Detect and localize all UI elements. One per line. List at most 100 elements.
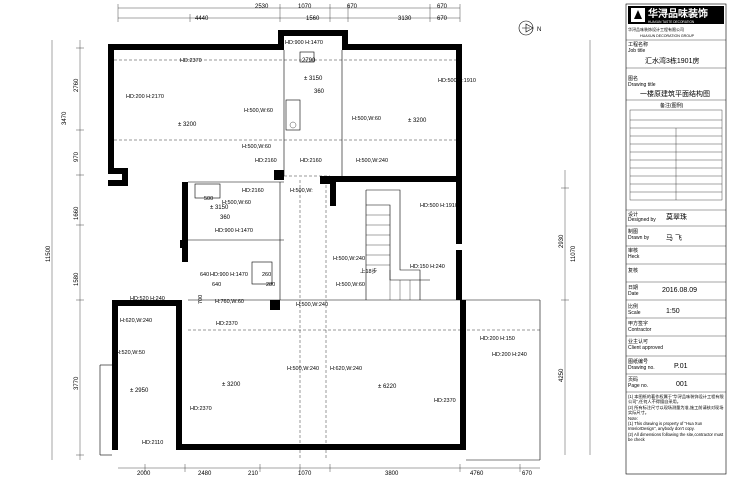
check-label-en: Heck — [628, 254, 640, 260]
project-label-cn: 工程名称 — [628, 41, 648, 48]
beam-1: H:500,W:60 — [352, 116, 381, 122]
beam-8: H:760,W:60 — [215, 299, 244, 305]
note-1-en: (1) This drawing is property of "Hua Xun… — [628, 421, 703, 432]
company-logo — [628, 6, 724, 24]
designer-label-en: Designed by — [628, 217, 656, 223]
beam-12: H:620,W:240 — [330, 366, 362, 372]
level-c: 360 — [314, 89, 325, 95]
level-0: ± 3200 — [178, 122, 197, 128]
staircase: 上18步 — [360, 189, 430, 300]
dim-top-6: 670 — [437, 4, 448, 10]
note-2-cn: (2) 所有标注尺寸以现场测量为准,施工前请核对现场实际尺寸。 — [628, 404, 724, 416]
note-2-en: (2) All dimensions following the site,co… — [628, 431, 724, 443]
drawn-value: 马 飞 — [666, 234, 682, 242]
beam-3: H:500,W:240 — [356, 158, 388, 164]
room-hd-12: HD:2370 — [190, 406, 212, 412]
level-annotations: 2790 ± 3150 360 ± 3150 360 ± 2950 ± 3200… — [130, 58, 397, 394]
scale-label-cn: 比例 — [628, 303, 638, 310]
dim-left-3: 1660 — [74, 206, 80, 220]
room-hd-14: HD:2110 — [142, 440, 163, 446]
company-full-cn: 华浔品味装饰设计工程有限公司 — [628, 26, 684, 32]
room-hd-5: HD:2160 — [242, 188, 264, 194]
level-f: ± 2950 — [130, 388, 149, 394]
page-value: 001 — [676, 381, 688, 388]
dim-bottom-3: 1070 — [298, 471, 312, 477]
level-g: ± 3200 — [222, 382, 241, 388]
client-label-cn: 业主认可 — [628, 338, 648, 345]
room-annotations: HD:2370 ± 3200 HD:500 H:1910 ± 3200 HD:2… — [126, 40, 527, 446]
room-hd-4: HD:2160 — [300, 158, 322, 164]
level-1: ± 3200 — [408, 118, 427, 124]
dim-left-4: 1580 — [74, 272, 80, 286]
beam-7: H:500,W:60 — [336, 282, 365, 288]
room-hd-9: HD:500 H:1910 — [420, 203, 458, 209]
drawn-label-cn: 制图 — [628, 228, 638, 235]
page-label-en: Page no. — [628, 383, 648, 389]
contractor-label-cn: 甲方签字 — [628, 320, 648, 327]
room-hd-6: HD:900 H:1470 — [285, 40, 323, 46]
partitions — [99, 50, 541, 461]
check-label-cn: 审核 — [628, 247, 638, 254]
date-value: 2016.08.09 — [662, 287, 697, 294]
dim-bottom-1: 2480 — [198, 471, 212, 477]
drawing-title-label-cn: 图名 — [628, 75, 638, 82]
dim-top-2: 1070 — [298, 4, 312, 10]
page-label-cn: 页码 — [628, 376, 638, 383]
beam-6: H:500,W:240 — [333, 256, 365, 262]
room-hd-2: HD:200 H:2170 — [126, 94, 164, 100]
bottom-dimension-chain: 2000 2480 210 1070 3800 4760 670 — [118, 464, 540, 477]
level-e: 360 — [220, 215, 231, 221]
stair-label: 上18步 — [360, 267, 378, 275]
beam-9: H:500,W:240 — [296, 302, 328, 308]
misc-0: 500 — [204, 196, 213, 202]
contractor-label-en: Contractor — [628, 327, 652, 333]
dim-bottom-0: 2000 — [137, 471, 151, 477]
level-d: ± 3150 — [210, 205, 229, 211]
designer-label-cn: 设计 — [628, 211, 638, 218]
note-1-cn: (1) 本图纸的著作权属于"华浔品味装饰设计工程有限公司",任何人不得擅自采用。 — [628, 394, 724, 405]
dim-bottom-4: 3800 — [385, 471, 399, 477]
date-label-en: Date — [628, 291, 639, 297]
title-block: 华浔品味装饰 HUAXUN TASTE DECORATION 华浔品味装饰设计工… — [625, 3, 727, 475]
level-h: ± 6220 — [378, 384, 397, 390]
room-hd-0: HD:2370 — [180, 58, 202, 64]
company-full-en: HUAXUN DECORATION GROUP — [640, 34, 695, 38]
dim-left-6: 11500 — [46, 245, 52, 262]
drawing-no-label-en: Drawing no. — [628, 365, 655, 371]
right-dimension-chain: 2930 11070 4250 — [559, 40, 591, 455]
dim-top-0: 2530 — [255, 4, 269, 10]
legend-title: 备注(图例) — [660, 102, 684, 109]
level-a: 2790 — [302, 58, 316, 64]
room-hd-10: HD:520 H:240 — [130, 296, 165, 302]
dim-top-1: 4440 — [195, 16, 209, 22]
drawing-title-value: 一楼原建筑平面结构图 — [640, 89, 710, 98]
room-hd-13: HD:2370 — [434, 398, 456, 404]
room-hd-15: HD:200 H:150 — [480, 336, 515, 342]
beam-5: H:500,W:60 — [222, 200, 251, 206]
dim-top-7: 670 — [437, 16, 448, 22]
north-compass: N — [518, 20, 541, 36]
project-label-en: Job title — [628, 48, 645, 54]
project-value: 汇水湾3栋1901房 — [645, 56, 699, 65]
room-hd-1: HD:500 H:1910 — [438, 78, 476, 84]
fixtures — [194, 51, 315, 285]
misc-5: 700 — [198, 295, 204, 304]
left-dimension-chain: 2760 3470 970 1660 1580 3770 11500 — [46, 40, 84, 460]
dim-top-4: 670 — [347, 4, 358, 10]
room-hd-16: HD:200 H:240 — [492, 352, 527, 358]
designer-value: 莫翠珠 — [666, 212, 687, 221]
dim-left-2: 970 — [74, 151, 80, 162]
beam-10: H:620,W:240 — [120, 318, 152, 324]
dim-bottom-6: 670 — [522, 471, 533, 477]
approve-label-cn: 复核 — [628, 267, 638, 274]
scale-value: 1:50 — [666, 308, 680, 315]
drawn-label-en: Drawn by — [628, 235, 650, 241]
misc-4: 280 — [266, 282, 275, 288]
drawing-no-label-cn: 图纸编号 — [628, 358, 648, 365]
dim-top-5: 3130 — [398, 16, 412, 22]
dim-left-5: 3770 — [74, 376, 80, 390]
date-label-cn: 日期 — [628, 285, 638, 291]
beam-11: H:500,W:240 — [287, 366, 319, 372]
scale-label-en: Scale — [628, 310, 641, 316]
dim-right-2: 4250 — [559, 368, 565, 382]
